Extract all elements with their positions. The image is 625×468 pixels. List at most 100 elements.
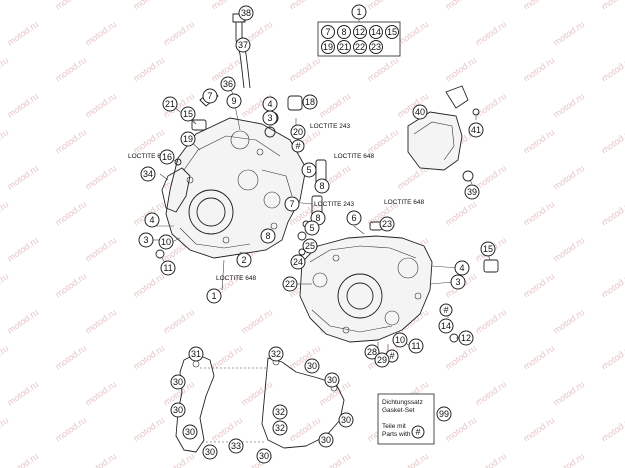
watermark-text: motod.ru [83, 91, 118, 120]
svg-text:14: 14 [371, 27, 381, 37]
svg-text:23: 23 [382, 219, 392, 229]
watermark-text: motod.ru [131, 0, 166, 12]
watermark-text: motod.ru [599, 415, 625, 444]
callout-5: 5 [301, 162, 317, 178]
svg-text:8: 8 [341, 27, 346, 37]
watermark-text: motod.ru [0, 271, 10, 300]
watermark-text: motod.ru [443, 199, 478, 228]
watermark-text: motod.ru [131, 415, 166, 444]
callout-10: 10 [392, 332, 408, 348]
watermark-text: motod.ru [365, 55, 400, 84]
svg-text:7: 7 [325, 27, 330, 37]
watermark-text: motod.ru [599, 55, 625, 84]
watermark-text: motod.ru [83, 163, 118, 192]
svg-text:12: 12 [461, 333, 471, 343]
callout-39: 39 [464, 184, 480, 200]
watermark-text: motod.ru [0, 0, 10, 12]
callout-28: 28 [364, 344, 380, 360]
svg-text:30: 30 [307, 361, 317, 371]
callout-1: 1 [206, 288, 222, 304]
svg-text:4: 4 [149, 215, 154, 225]
watermark-text: motod.ru [521, 271, 556, 300]
watermark-text: motod.ru [365, 0, 400, 12]
watermark-text: motod.ru [521, 343, 556, 372]
svg-text:3: 3 [267, 113, 272, 123]
set-box-item-22: 22 [353, 40, 367, 54]
side-cover-part [161, 167, 191, 213]
loctite-648-label-1: LOCTITE 648 [128, 153, 168, 160]
callout-30: 30 [256, 448, 272, 464]
svg-text:21: 21 [339, 42, 349, 52]
callout-14: 14 [438, 318, 454, 334]
watermark-text: motod.ru [443, 55, 478, 84]
watermark-text: motod.ru [287, 0, 322, 12]
watermark-text: motod.ru [287, 55, 322, 84]
callout-9: 9 [226, 93, 242, 109]
svg-text:23: 23 [371, 42, 381, 52]
watermark-text: motod.ru [5, 19, 40, 48]
loctite-243-label-1: LOCTITE 243 [310, 123, 350, 130]
set-box-item-15: 15 [385, 25, 399, 39]
watermark-text: motod.ru [83, 235, 118, 264]
watermark-text: motod.ru [83, 379, 118, 408]
watermark-text: motod.ru [395, 451, 430, 468]
watermark-text: motod.ru [473, 91, 508, 120]
left-crankcase-half [165, 117, 307, 259]
svg-text:36: 36 [223, 79, 233, 89]
set-box-item-12: 12 [353, 25, 367, 39]
watermark-text: motod.ru [53, 199, 88, 228]
svg-text:30: 30 [173, 377, 183, 387]
watermark-text: motod.ru [521, 55, 556, 84]
svg-text:8: 8 [265, 231, 270, 241]
svg-text:1: 1 [211, 291, 216, 301]
svg-text:1: 1 [356, 7, 361, 17]
callout-11: 11 [408, 338, 424, 354]
callout-15: 15 [480, 241, 496, 257]
callout-34: 34 [140, 166, 156, 182]
watermark-text: motod.ru [83, 451, 118, 468]
watermark-text: motod.ru [287, 415, 322, 444]
svg-text:33: 33 [231, 441, 241, 451]
callout-38: 38 [238, 5, 254, 21]
callout-6: 6 [346, 210, 362, 226]
watermark-text: motod.ru [239, 379, 274, 408]
watermark-text: motod.ru [209, 0, 244, 12]
watermark-text: motod.ru [521, 0, 556, 12]
hash-markers: #### [265, 111, 453, 363]
svg-text:11: 11 [411, 341, 420, 351]
callout-4: 4 [454, 260, 470, 276]
watermark-text: motod.ru [473, 163, 508, 192]
svg-text:20: 20 [293, 127, 303, 137]
loctite-243-label-2: LOCTITE 243 [314, 201, 354, 208]
gasket-box-line1: Dichtungssatz [382, 399, 423, 406]
watermark-text: motod.ru [0, 343, 10, 372]
watermark-text: motod.ru [395, 19, 430, 48]
gasket-box-line4: Parts with [382, 431, 411, 438]
callout-30: 30 [338, 412, 354, 428]
callout-15: 15 [180, 106, 196, 122]
watermark-text: motod.ru [83, 19, 118, 48]
callout-16: 16 [159, 149, 175, 165]
svg-text:31: 31 [191, 349, 201, 359]
svg-text:9: 9 [231, 96, 236, 106]
callout-32: 32 [272, 404, 288, 420]
callout-30: 30 [170, 374, 186, 390]
svg-text:29: 29 [377, 355, 387, 365]
watermark-text: motod.ru [5, 163, 40, 192]
watermark-text: motod.ru [521, 415, 556, 444]
callout-30: 30 [182, 424, 198, 440]
gasket-box-line2: Gasket-Set [382, 407, 415, 414]
loctite-648-label-4: LOCTITE 648 [216, 275, 256, 282]
watermark-text: motod.ru [0, 127, 10, 156]
watermark-text: motod.ru [473, 451, 508, 468]
watermark-text: motod.ru [53, 415, 88, 444]
callout-3: 3 [262, 110, 278, 126]
watermark-text: motod.ru [0, 199, 10, 228]
svg-text:19: 19 [323, 42, 333, 52]
svg-text:21: 21 [165, 99, 175, 109]
callout-7: 7 [284, 196, 300, 212]
set-box-item-8: 8 [337, 25, 351, 39]
callout-37: 37 [235, 37, 251, 53]
callout-25: 25 [302, 238, 318, 254]
